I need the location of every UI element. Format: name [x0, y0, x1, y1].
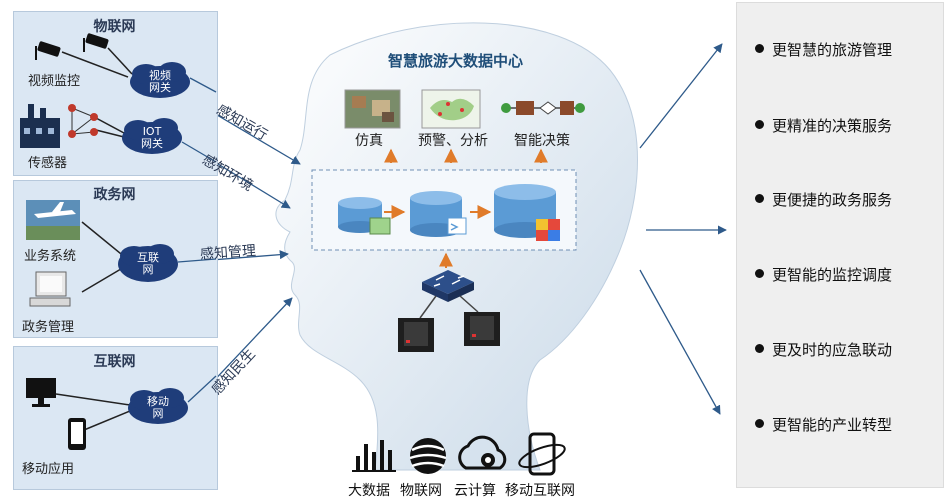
bottom-label-iot: 物联网 — [400, 483, 442, 499]
iot-globe-icon — [409, 438, 447, 474]
outcome-item: 更精准的决策服务 — [755, 115, 892, 136]
label-government-management: 政务管理 — [22, 320, 75, 335]
cloud-mobile-net-text: 移动 网 — [147, 395, 169, 420]
cloud-internet-text: 互联 网 — [137, 251, 159, 276]
bottom-label-cloud-computing: 云计算 — [454, 483, 496, 499]
outcome-item: 更智慧的旅游管理 — [755, 39, 892, 60]
cloud-gear-icon — [458, 435, 507, 470]
label-sensor: 传感器 — [28, 156, 68, 171]
network-switch-icon — [422, 270, 474, 302]
cube-icon — [536, 219, 560, 241]
data-center-title: 智慧旅游大数据中心 — [388, 52, 524, 70]
bottom-label-mobile-internet: 移动互联网 — [505, 483, 575, 499]
outcome-item: 更及时的应急联动 — [755, 339, 892, 360]
bottom-label-big-data: 大数据 — [348, 483, 390, 499]
label-mobile-app: 移动应用 — [22, 462, 75, 477]
analysis-label-decision: 智能决策 — [514, 133, 570, 149]
cloud-video-gateway-text: 视频 网关 — [149, 69, 171, 94]
big-data-icon — [352, 440, 396, 472]
panel-government-title: 政务网 — [93, 187, 136, 203]
label-business-system: 业务系统 — [24, 249, 77, 264]
cloud-iot-gateway-text: IOT 网关 — [141, 125, 163, 150]
outcome-item: 更智能的产业转型 — [755, 414, 892, 435]
outcomes-panel: 更智慧的旅游管理 更精准的决策服务 更便捷的政务服务 更智能的监控调度 更及时的… — [736, 2, 944, 488]
label-video-monitoring: 视频监控 — [28, 74, 81, 89]
outcome-item: 更智能的监控调度 — [755, 264, 892, 285]
server-icon-2 — [464, 312, 500, 346]
mobile-internet-icon — [518, 432, 566, 476]
server-icon-1 — [398, 318, 434, 352]
database-1 — [338, 197, 382, 233]
panel-internet-title: 互联网 — [93, 354, 136, 370]
arrow-label-perceive-management: 感知管理 — [199, 243, 257, 263]
panel-iot-title: 物联网 — [93, 19, 136, 35]
decision-flow-icon — [501, 101, 585, 115]
analysis-label-warning: 预警、分析 — [418, 133, 488, 149]
outcome-item: 更便捷的政务服务 — [755, 189, 892, 210]
analysis-label-simulation: 仿真 — [355, 133, 383, 149]
